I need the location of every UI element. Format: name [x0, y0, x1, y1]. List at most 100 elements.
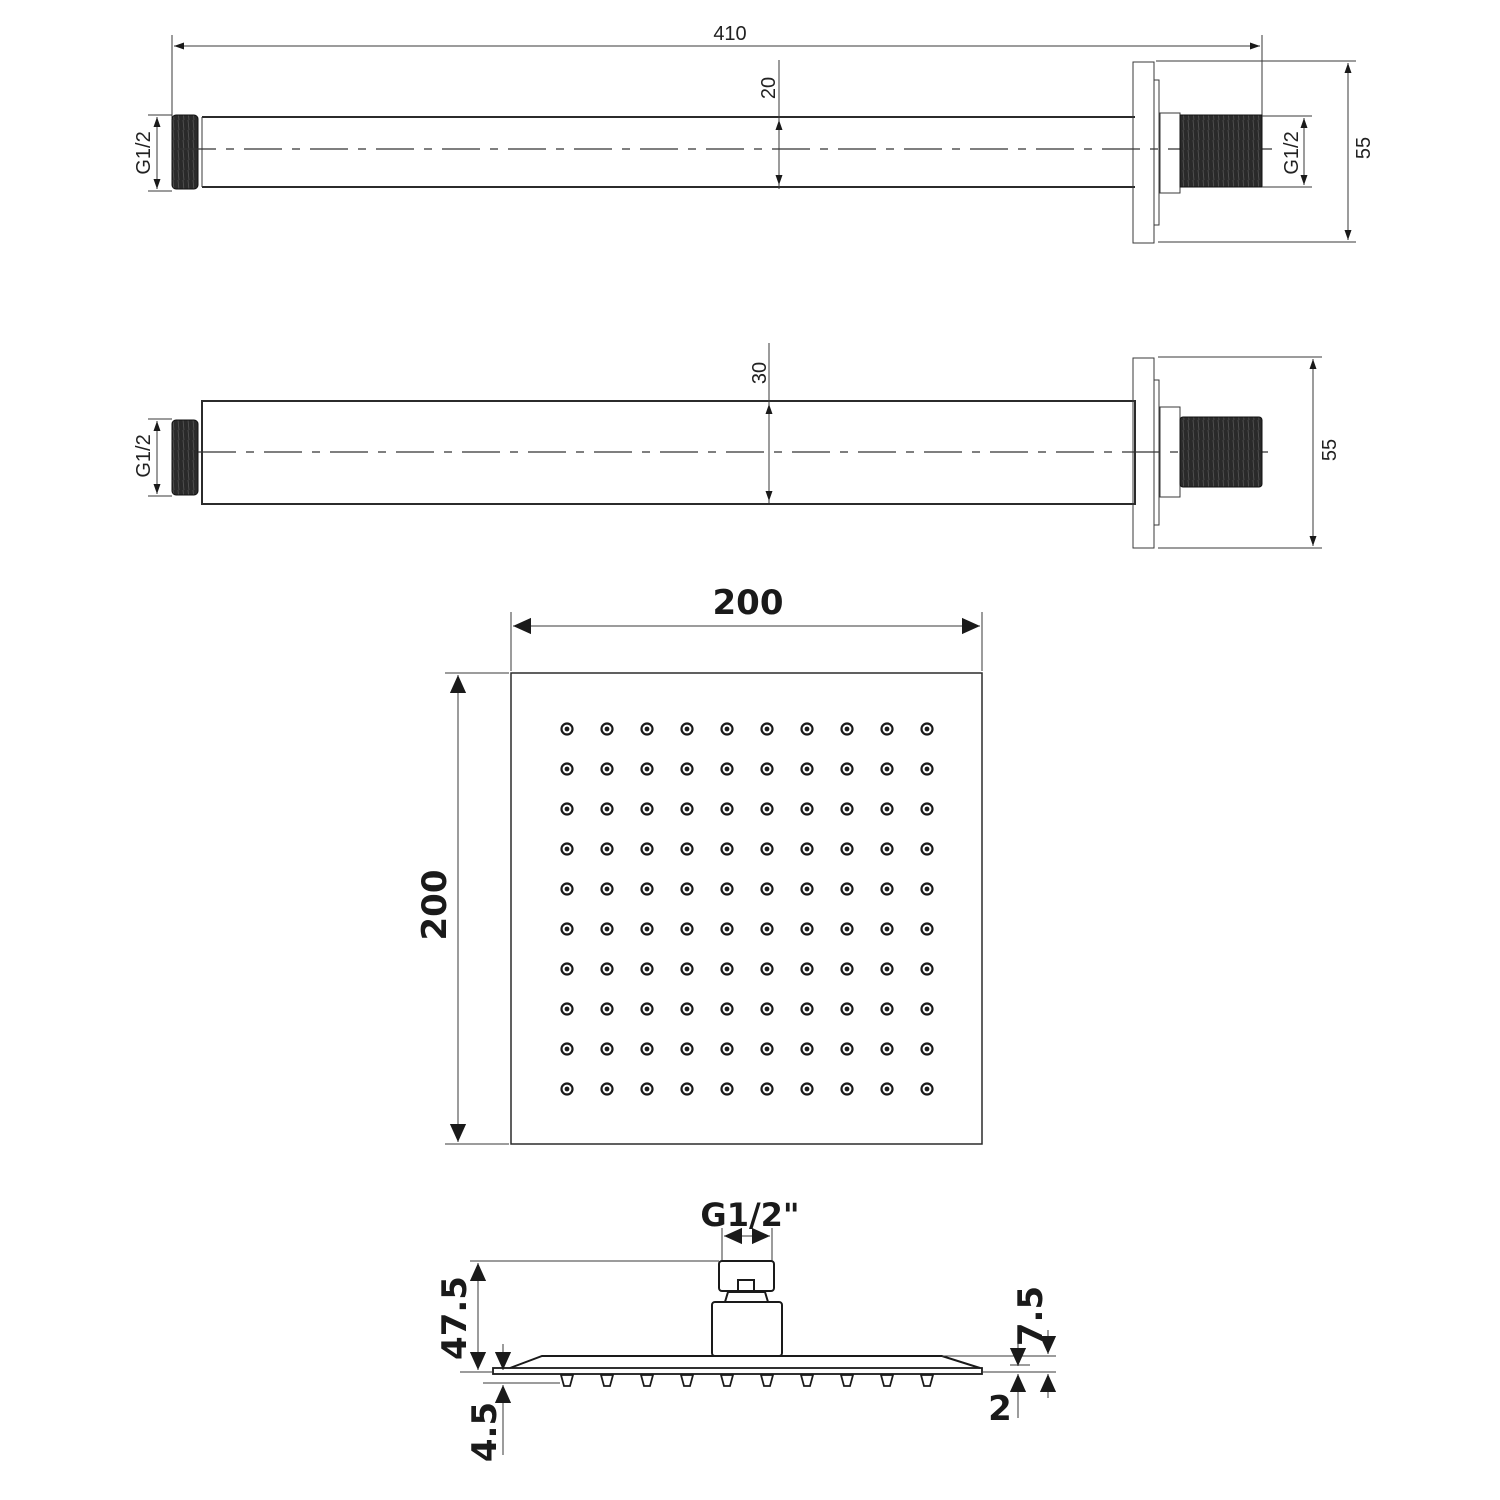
- nozzle-center: [684, 726, 690, 732]
- left-thread: [171, 419, 199, 496]
- nozzle: [840, 1042, 854, 1056]
- nozzle: [640, 762, 654, 776]
- nozzle: [840, 802, 854, 816]
- side-nozzle: [719, 1374, 735, 1387]
- nozzle: [600, 842, 614, 856]
- nozzle: [600, 1002, 614, 1016]
- nozzle-center: [564, 726, 570, 732]
- nozzle-center: [844, 1006, 850, 1012]
- nozzle-center: [604, 1006, 610, 1012]
- nozzle: [800, 842, 814, 856]
- nozzle-center: [844, 1086, 850, 1092]
- left-thread-label: G1/2: [133, 131, 155, 174]
- nozzle-center: [564, 1086, 570, 1092]
- nozzle-center: [764, 886, 770, 892]
- left-thread: [171, 114, 199, 190]
- length-label: 410: [713, 23, 746, 45]
- nozzle-center: [604, 766, 610, 772]
- nozzle: [640, 1082, 654, 1096]
- nozzle: [800, 1082, 814, 1096]
- nozzle: [760, 842, 774, 856]
- nozzle: [560, 1002, 574, 1016]
- nozzle-center: [844, 766, 850, 772]
- nozzle: [720, 1002, 734, 1016]
- nozzle: [720, 802, 734, 816]
- diameter-label: 20: [758, 77, 780, 99]
- nozzle-center: [764, 846, 770, 852]
- side-nozzle: [759, 1374, 775, 1387]
- nozzle-center: [804, 766, 810, 772]
- nozzle: [920, 1002, 934, 1016]
- nozzle: [680, 1042, 694, 1056]
- nozzle-center: [564, 886, 570, 892]
- nozzle: [560, 722, 574, 736]
- nozzle-center: [724, 806, 730, 812]
- nozzle-center: [604, 806, 610, 812]
- diameter-label: 30: [749, 362, 771, 384]
- nozzle-center: [884, 1046, 890, 1052]
- nozzle: [760, 762, 774, 776]
- nozzle: [720, 962, 734, 976]
- nozzle-center: [884, 886, 890, 892]
- nozzle-center: [924, 1046, 930, 1052]
- nozzle: [600, 1082, 614, 1096]
- nozzle-center: [644, 766, 650, 772]
- nozzle: [640, 882, 654, 896]
- nozzle: [800, 1002, 814, 1016]
- nozzle: [600, 722, 614, 736]
- nozzle: [880, 962, 894, 976]
- nozzle-center: [684, 766, 690, 772]
- nozzle-center: [564, 806, 570, 812]
- nozzle-center: [804, 926, 810, 932]
- side-nozzle: [919, 1374, 935, 1387]
- flange-label: 55: [1353, 137, 1375, 159]
- nozzle: [920, 962, 934, 976]
- nozzle-center: [764, 1006, 770, 1012]
- nozzle: [720, 882, 734, 896]
- nozzle: [680, 1002, 694, 1016]
- nozzle: [760, 922, 774, 936]
- nozzle: [680, 1082, 694, 1096]
- side-nozzle: [679, 1374, 695, 1387]
- nozzle-center: [924, 886, 930, 892]
- nozzle-center: [564, 1006, 570, 1012]
- nozzle-center: [644, 806, 650, 812]
- nozzle-center: [844, 926, 850, 932]
- nozzle-center: [924, 846, 930, 852]
- nozzle-center: [724, 886, 730, 892]
- side-nozzle: [639, 1374, 655, 1387]
- side-nozzle: [839, 1374, 855, 1387]
- nozzle-center: [924, 726, 930, 732]
- edge-thickness-label: 2: [988, 1389, 1012, 1429]
- nozzle: [760, 962, 774, 976]
- nozzle-center: [644, 1046, 650, 1052]
- nozzle-center: [884, 806, 890, 812]
- nozzle: [760, 1002, 774, 1016]
- nozzle-center: [684, 886, 690, 892]
- nozzle: [800, 922, 814, 936]
- nozzle-center: [604, 726, 610, 732]
- nozzle-center: [844, 1046, 850, 1052]
- nozzle: [880, 722, 894, 736]
- nozzle-center: [564, 766, 570, 772]
- nozzle: [680, 922, 694, 936]
- nozzle: [720, 1082, 734, 1096]
- nozzle: [840, 1082, 854, 1096]
- nozzle-center: [884, 766, 890, 772]
- nozzle: [840, 842, 854, 856]
- nozzle: [720, 762, 734, 776]
- nozzle: [920, 802, 934, 816]
- nozzle: [560, 802, 574, 816]
- nozzle-grid: [560, 722, 934, 1096]
- nozzle-center: [844, 966, 850, 972]
- nozzle: [920, 882, 934, 896]
- width-label: 200: [713, 583, 784, 623]
- nozzle-center: [764, 1046, 770, 1052]
- nozzle-center: [564, 966, 570, 972]
- nozzle-center: [724, 1046, 730, 1052]
- nozzle: [680, 842, 694, 856]
- nozzle-center: [724, 726, 730, 732]
- side-nozzle: [559, 1374, 575, 1387]
- nozzle: [640, 962, 654, 976]
- nozzle: [720, 722, 734, 736]
